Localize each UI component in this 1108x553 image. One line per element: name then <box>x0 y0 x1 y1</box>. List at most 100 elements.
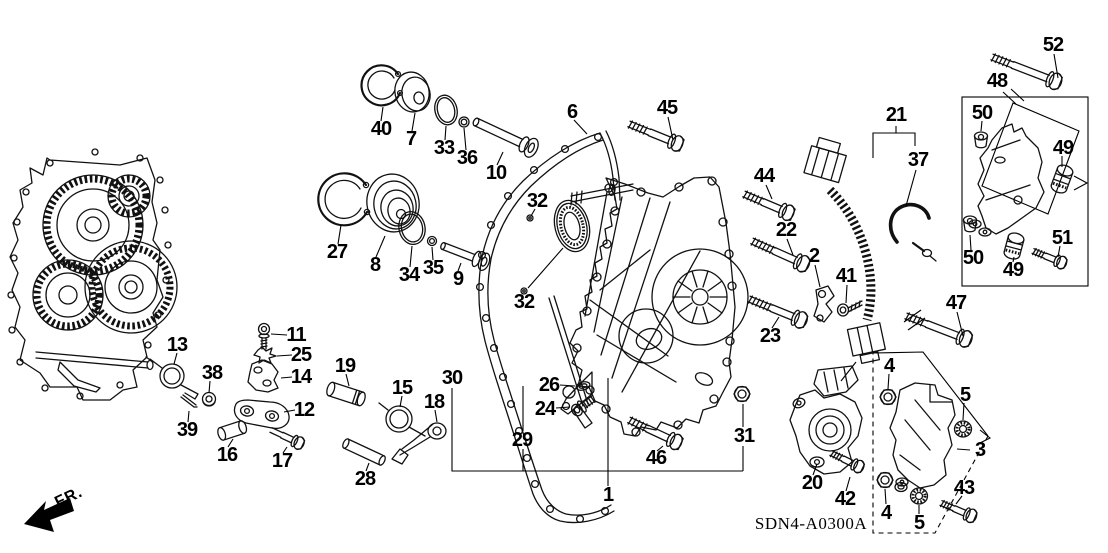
spring-15-art <box>378 402 426 437</box>
bolt-51-art <box>1031 247 1068 270</box>
washer-38-art <box>201 391 217 407</box>
callout-23: 23 <box>759 325 781 347</box>
callout-49: 49 <box>1002 259 1024 281</box>
callout-36: 36 <box>456 147 478 169</box>
bolt-47-art <box>904 312 974 348</box>
bearing-32-art <box>553 199 591 253</box>
bolt-43-art <box>939 499 978 524</box>
o-ring-33-art <box>434 94 458 126</box>
callout-50: 50 <box>971 102 993 124</box>
pin-9-art <box>440 242 491 272</box>
callout-1: 1 <box>602 484 614 506</box>
callout-13: 13 <box>166 334 188 356</box>
bolt-45-art <box>627 120 685 152</box>
callout-19: 19 <box>334 355 356 377</box>
callout-32: 32 <box>513 291 535 313</box>
callout-11: 11 <box>286 324 306 346</box>
lever-18-art <box>391 422 447 465</box>
callout-43: 43 <box>953 477 975 499</box>
callout-9: 9 <box>452 268 464 290</box>
callout-47: 47 <box>945 292 967 314</box>
group-box-48 <box>961 88 1089 287</box>
pin-39-art <box>180 394 198 408</box>
callout-22: 22 <box>775 219 797 241</box>
bolt-52-art <box>990 53 1063 91</box>
bracket-2-art <box>813 285 835 323</box>
bolt-24-art <box>571 395 596 417</box>
o-ring-34-art <box>398 210 426 246</box>
callout-40: 40 <box>370 118 392 140</box>
bracket-14-art <box>247 359 279 393</box>
callout-35: 35 <box>422 257 444 279</box>
diagram-code: SDN4-A0300A <box>754 514 868 533</box>
plug-50-art <box>962 131 989 233</box>
callout-29: 29 <box>511 429 533 451</box>
bolt-23-art <box>747 295 809 329</box>
fr-arrow <box>24 498 74 532</box>
sensor-20-art <box>789 365 863 475</box>
callout-28: 28 <box>354 468 376 490</box>
nut-4-art <box>876 388 897 489</box>
callout-10: 10 <box>485 162 507 184</box>
callout-5: 5 <box>959 384 971 406</box>
callout-41: 41 <box>835 265 857 287</box>
transmission-case-art <box>7 148 178 401</box>
callout-27: 27 <box>326 241 348 263</box>
callout-18: 18 <box>423 391 445 413</box>
callout-46: 46 <box>645 447 667 469</box>
callout-24: 24 <box>534 398 556 420</box>
callout-32: 32 <box>526 190 548 212</box>
callout-52: 52 <box>1042 34 1064 56</box>
hook-37-art <box>888 202 937 262</box>
callout-33: 33 <box>433 137 455 159</box>
bushing-16-art <box>217 420 248 441</box>
callout-45: 45 <box>656 97 678 119</box>
dowel-pin-10-art <box>472 117 539 158</box>
harness-art <box>803 136 886 382</box>
callout-37: 37 <box>907 149 929 171</box>
bolt-41-art <box>836 300 863 317</box>
orifice-32-art <box>520 214 534 295</box>
bolt-11-art <box>257 322 271 350</box>
callout-42: 42 <box>834 488 856 510</box>
callout-6: 6 <box>566 101 578 123</box>
bolt-44-art <box>742 190 796 222</box>
snap-ring-40-art <box>360 64 404 107</box>
cover-3-art <box>889 382 956 489</box>
callout-21: 21 <box>885 104 907 126</box>
pin-28-art <box>342 438 386 466</box>
nut-31-art <box>733 385 751 403</box>
callout-15: 15 <box>391 377 413 399</box>
callout-51: 51 <box>1051 227 1073 249</box>
callout-16: 16 <box>216 444 238 466</box>
roller-19-art <box>326 381 366 407</box>
callout-8: 8 <box>369 254 381 276</box>
callout-39: 39 <box>176 419 198 441</box>
callout-50: 50 <box>962 247 984 269</box>
bolt-17-art <box>269 427 306 450</box>
callout-31: 31 <box>733 425 755 447</box>
seal-8-art <box>366 173 420 233</box>
callout-44: 44 <box>753 165 775 187</box>
gasket-art <box>475 130 621 524</box>
bolt-46-art <box>627 416 684 451</box>
callout-12: 12 <box>293 399 315 421</box>
leader-lines <box>173 53 1063 514</box>
callout-48: 48 <box>986 70 1008 92</box>
bolt-42-art <box>829 450 866 474</box>
pointer-47 <box>903 309 926 331</box>
callout-17: 17 <box>271 450 293 472</box>
washer-7-art <box>394 71 431 113</box>
callout-30: 30 <box>441 367 463 389</box>
bolt-22-art <box>750 237 811 273</box>
nut-35-art <box>426 235 438 247</box>
callout-4: 4 <box>880 502 892 524</box>
link-12-art <box>233 399 290 430</box>
callout-34: 34 <box>398 264 420 286</box>
callout-7: 7 <box>405 128 417 150</box>
callout-25: 25 <box>290 344 312 366</box>
fitting-49-art <box>1003 164 1074 260</box>
callout-14: 14 <box>290 366 312 388</box>
callout-2: 2 <box>808 245 820 267</box>
